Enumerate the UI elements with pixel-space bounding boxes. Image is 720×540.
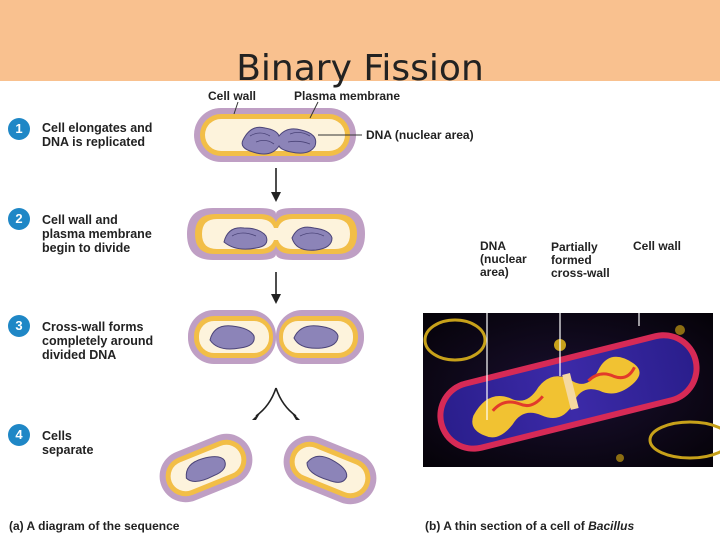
label-dna-nuclear-area: DNA (nuclear area) xyxy=(366,128,474,142)
step-1-badge: 1 xyxy=(8,118,30,140)
step-4-cell-right xyxy=(283,435,377,505)
step-3-cell xyxy=(188,310,364,364)
caption-b-prefix: (b) xyxy=(425,519,441,533)
caption-b-text: A thin section of a cell of xyxy=(440,519,589,533)
step-3-badge: 3 xyxy=(8,315,30,337)
label-plasma-membrane: Plasma membrane xyxy=(294,89,401,103)
step-3-text: Cross-wall forms completely around divid… xyxy=(42,320,154,362)
step-1-cell xyxy=(194,108,356,162)
label-cross-wall: Partially formed cross-wall xyxy=(551,240,610,280)
label-micrograph-cell-wall: Cell wall xyxy=(633,239,682,253)
label-micrograph-dna: DNA (nuclear area) xyxy=(480,239,527,279)
micrograph-image xyxy=(423,313,720,467)
step-2-cell xyxy=(187,208,365,260)
step-4-cell-left xyxy=(159,433,253,503)
step-2-badge: 2 xyxy=(8,208,30,230)
step-4-badge: 4 xyxy=(8,424,30,446)
caption-a-text: A diagram of the sequence xyxy=(23,519,180,533)
caption-a: (a) A diagram of the sequence xyxy=(9,519,179,533)
label-cell-wall-top: Cell wall xyxy=(208,89,257,103)
title-bar xyxy=(0,0,720,81)
step-4-text: Cells separate xyxy=(42,429,94,457)
step-2-text: Cell wall and plasma membrane begin to d… xyxy=(42,213,152,255)
caption-b: (b) A thin section of a cell of Bacillus xyxy=(425,519,634,533)
slide-title: Binary Fission xyxy=(236,48,484,89)
caption-a-prefix: (a) xyxy=(9,519,24,533)
step-1-text: Cell elongates and DNA is replicated xyxy=(42,121,153,149)
caption-b-italic: Bacillus xyxy=(588,519,635,533)
